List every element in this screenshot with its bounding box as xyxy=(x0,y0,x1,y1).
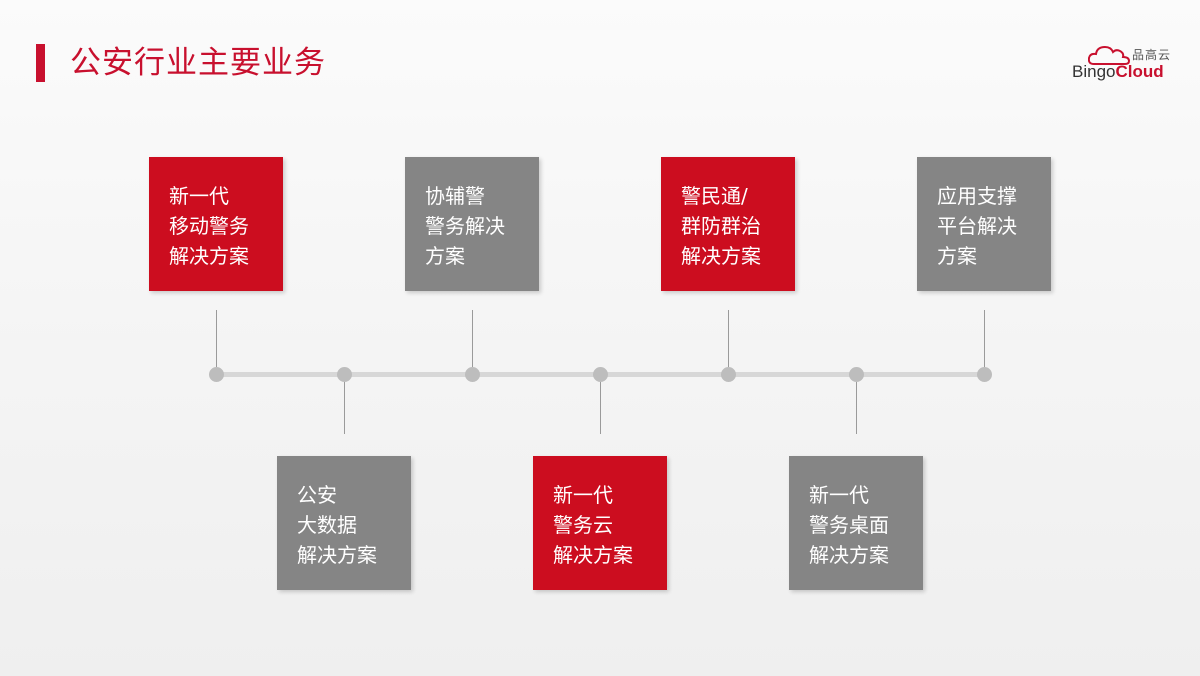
box-line: 方案 xyxy=(937,244,977,268)
box-line: 解决方案 xyxy=(297,543,377,567)
box-line: 警务桌面 xyxy=(809,513,889,537)
bingocloud-logo: 品高云 BingoCloud xyxy=(1072,44,1184,84)
timeline-dot xyxy=(849,367,864,382)
box-line: 警民通/ xyxy=(681,184,748,208)
timeline-dot xyxy=(209,367,224,382)
box-line: 解决方案 xyxy=(553,543,633,567)
connector-line xyxy=(856,382,857,434)
box-line: 协辅警 xyxy=(425,184,485,208)
timeline-dot xyxy=(465,367,480,382)
connector-line xyxy=(728,310,729,367)
box-line: 解决方案 xyxy=(809,543,889,567)
cloud-icon xyxy=(1088,45,1130,65)
solution-box-big-data: 公安 大数据 解决方案 xyxy=(277,456,411,590)
box-line: 方案 xyxy=(425,244,465,268)
box-line: 解决方案 xyxy=(169,244,249,268)
box-line: 解决方案 xyxy=(681,244,761,268)
logo-brand-text: BingoCloud xyxy=(1072,62,1164,82)
title-accent-bar xyxy=(36,44,45,82)
solution-box-app-support-platform: 应用支撑 平台解决 方案 xyxy=(917,157,1051,291)
logo-brand-cloud: Cloud xyxy=(1115,62,1164,81)
box-line: 新一代 xyxy=(809,483,869,507)
box-line: 群防群治 xyxy=(681,214,761,238)
connector-line xyxy=(344,382,345,434)
box-line: 新一代 xyxy=(553,483,613,507)
solution-box-police-cloud: 新一代 警务云 解决方案 xyxy=(533,456,667,590)
box-line: 警务云 xyxy=(553,513,613,537)
box-line: 平台解决 xyxy=(937,214,1017,238)
solution-box-mobile-policing: 新一代 移动警务 解决方案 xyxy=(149,157,283,291)
solution-box-auxiliary-police: 协辅警 警务解决 方案 xyxy=(405,157,539,291)
logo-chinese-name: 品高云 xyxy=(1132,48,1172,62)
box-line: 警务解决 xyxy=(425,214,505,238)
connector-line xyxy=(984,310,985,367)
connector-line xyxy=(472,310,473,367)
box-line: 大数据 xyxy=(297,513,357,537)
logo-brand-bingo: Bingo xyxy=(1072,62,1116,81)
box-line: 公安 xyxy=(297,483,337,507)
timeline-dot xyxy=(337,367,352,382)
timeline-dot xyxy=(721,367,736,382)
timeline-dot xyxy=(593,367,608,382)
solution-box-police-desktop: 新一代 警务桌面 解决方案 xyxy=(789,456,923,590)
connector-line xyxy=(216,310,217,367)
solution-box-police-citizen: 警民通/ 群防群治 解决方案 xyxy=(661,157,795,291)
page-title: 公安行业主要业务 xyxy=(70,45,326,81)
connector-line xyxy=(600,382,601,434)
box-line: 应用支撑 xyxy=(937,184,1017,208)
timeline-dot xyxy=(977,367,992,382)
box-line: 新一代 xyxy=(169,184,229,208)
box-line: 移动警务 xyxy=(169,214,249,238)
